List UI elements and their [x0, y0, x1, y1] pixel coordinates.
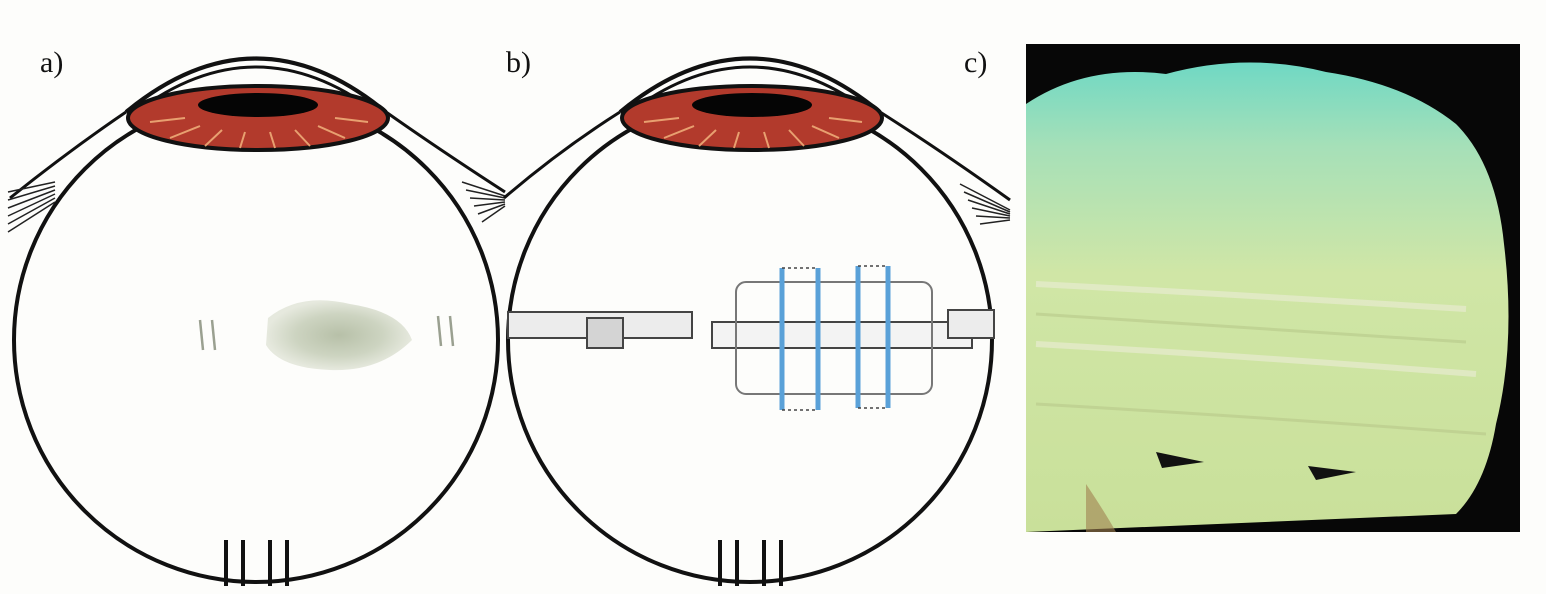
panel-c-photograph — [1026, 44, 1520, 532]
panel-a-eye-diagram — [0, 0, 520, 594]
pupil — [692, 93, 812, 117]
globe — [14, 98, 498, 582]
panel-b-eye-diagram — [490, 0, 1020, 594]
muscle-right — [960, 184, 1010, 224]
pupil — [198, 93, 318, 117]
